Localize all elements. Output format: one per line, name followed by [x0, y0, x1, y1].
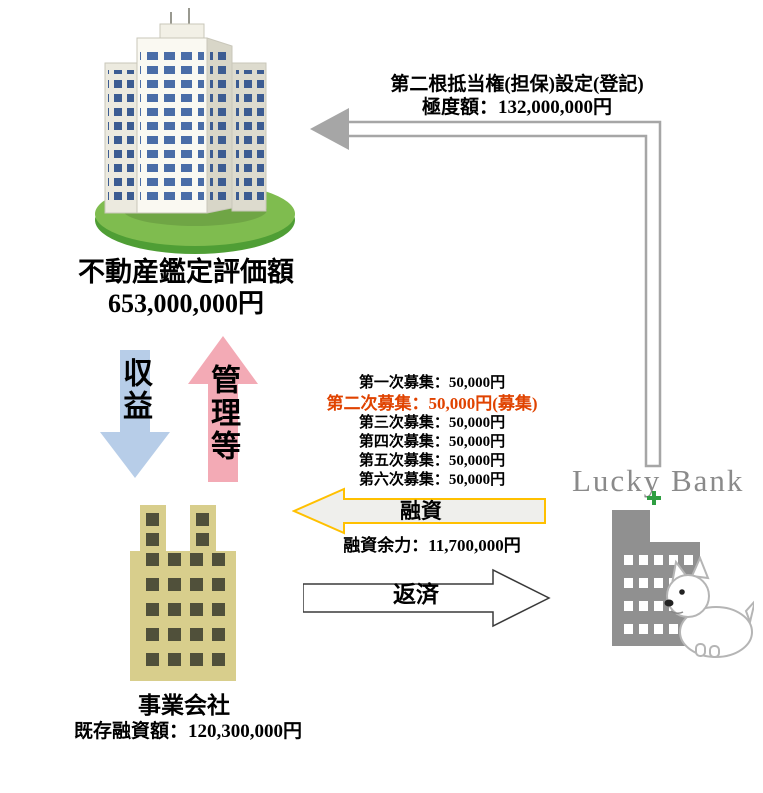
second-mortgage-note: 第二根抵当権(担保)設定(登記) 極度額：132,000,000円	[357, 73, 677, 119]
offerings-list: 第一次募集：50,000円 第二次募集：50,000円(募集) 第三次募集：50…	[322, 374, 542, 490]
existing-loan-amount: 既存融資額：120,300,000円	[73, 721, 302, 742]
revenue-arrow	[100, 350, 170, 478]
repayment-arrow	[303, 568, 551, 628]
company-building-illustration	[130, 505, 236, 681]
loan-label: 融資	[400, 499, 442, 523]
offering-line: 第三次募集：50,000円	[358, 415, 506, 431]
appraisal-caption: 不動産鑑定評価額 653,000,000円	[46, 257, 326, 319]
loan-capacity: 融資余力：11,700,000円	[343, 536, 521, 555]
offering-line: 第四次募集：50,000円	[358, 434, 506, 450]
second-mortgage-line1: 第二根抵当権(担保)設定(登記)	[390, 74, 644, 95]
company-name: 事業会社	[138, 693, 230, 718]
repayment-label: 返済	[393, 582, 439, 607]
management-label: 管理等	[206, 364, 239, 463]
dog-nose	[664, 599, 674, 607]
second-mortgage-arrow	[310, 108, 662, 468]
offering-line-highlighted: 第二次募集：50,000円(募集)	[326, 394, 538, 413]
dog-illustration	[664, 556, 754, 658]
bank-logo: Lucky Bank	[572, 463, 745, 498]
offering-line: 第六次募集：50,000円	[358, 472, 506, 488]
green-cross-icon	[647, 491, 661, 505]
offering-line: 第一次募集：50,000円	[358, 375, 506, 391]
tower-building-illustration	[95, 8, 295, 254]
loan-arrow	[292, 487, 546, 535]
appraisal-title: 不動産鑑定評価額	[78, 257, 294, 287]
mortgage-arrowhead	[310, 108, 349, 150]
management-arrow	[188, 336, 258, 482]
offering-line: 第五次募集：50,000円	[358, 453, 506, 469]
revenue-label: 収益	[118, 357, 151, 423]
appraisal-value: 653,000,000円	[107, 289, 264, 318]
second-mortgage-line2: 極度額：132,000,000円	[421, 97, 612, 118]
dog-eye	[679, 589, 685, 595]
